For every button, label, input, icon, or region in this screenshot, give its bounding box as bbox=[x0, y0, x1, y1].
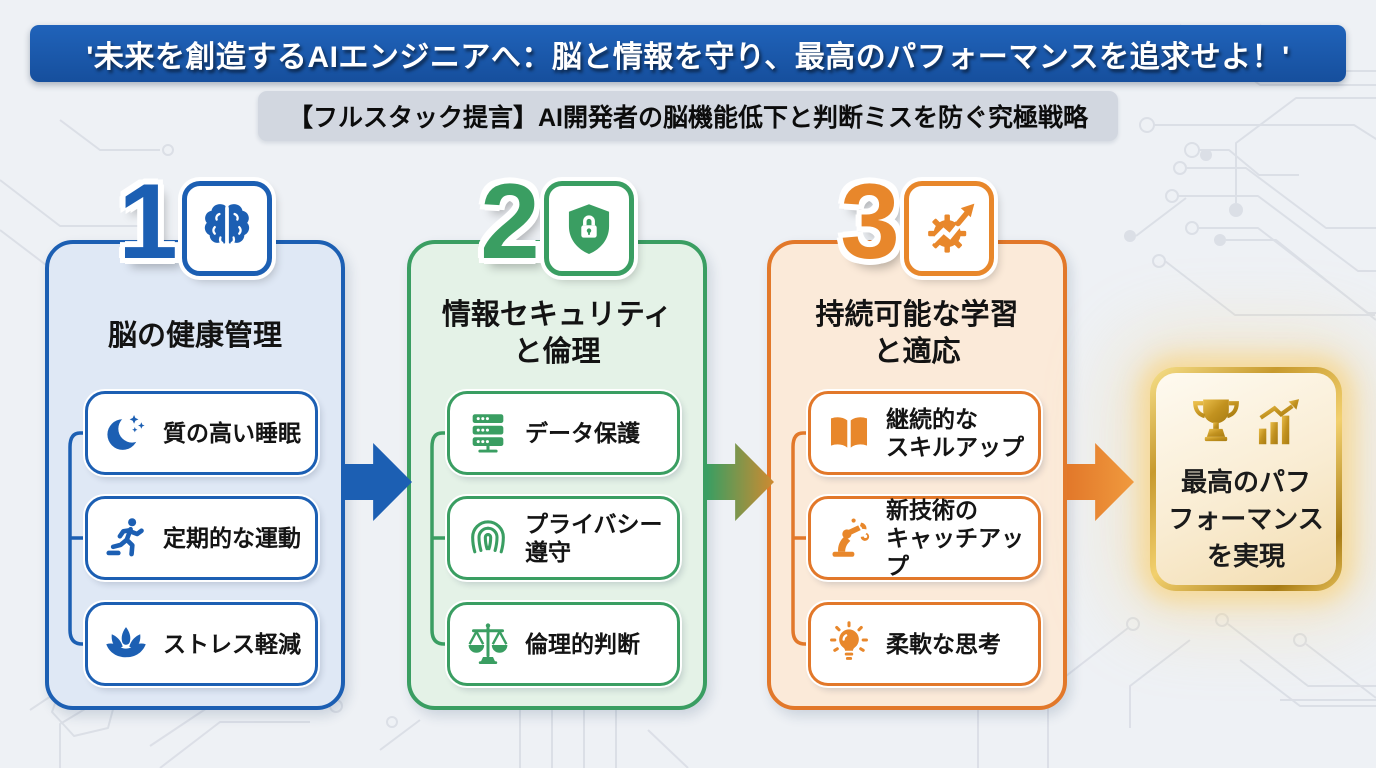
server-icon bbox=[463, 410, 513, 456]
arrow-step3-to-result bbox=[1067, 443, 1134, 521]
card-label: 柔軟な思考 bbox=[886, 630, 1001, 657]
badge-2: 2 bbox=[457, 161, 657, 281]
badge-2-number: 2 bbox=[480, 161, 540, 281]
card-label: プライバシー 遵守 bbox=[525, 510, 663, 565]
result-box: 最高のパフ フォーマンス を実現 bbox=[1150, 367, 1342, 591]
title-banner: '未来を創造するAIエンジニアへ：脳と情報を守り、最高のパフォーマンスを追求せよ… bbox=[30, 25, 1346, 82]
card-label: 質の高い睡眠 bbox=[163, 419, 301, 446]
card-stress-reduction: ストレス軽減 bbox=[85, 602, 318, 686]
card-label: 倫理的判断 bbox=[525, 630, 640, 657]
column-3-title: 持続可能な学習 と適応 bbox=[815, 299, 1019, 368]
card-ethical-judgment: 倫理的判断 bbox=[447, 602, 680, 686]
robot-arm-icon bbox=[824, 515, 874, 561]
card-data-protection: データ保護 bbox=[447, 391, 680, 475]
arrow-step2-to-step3 bbox=[707, 443, 774, 521]
lightbulb-icon bbox=[824, 621, 874, 667]
brain-icon bbox=[181, 181, 272, 276]
arrow-step1-to-step2 bbox=[345, 443, 412, 521]
badge-1: 1 bbox=[95, 161, 295, 281]
card-new-tech-catchup: 新技術の キャッチアップ bbox=[808, 496, 1041, 580]
lotus-icon bbox=[101, 621, 151, 667]
card-label: ストレス軽減 bbox=[163, 630, 301, 657]
result-box-inner: 最高のパフ フォーマンス を実現 bbox=[1156, 373, 1336, 585]
card-continuous-skill-up: 継続的な スキルアップ bbox=[808, 391, 1041, 475]
page-subtitle: 【フルスタック提言】AI開発者の脳機能低下と判断ミスを防ぐ究極戦略 bbox=[287, 104, 1089, 132]
card-label: 継続的な スキルアップ bbox=[886, 405, 1024, 460]
result-icons bbox=[1188, 393, 1304, 454]
result-label: 最高のパフ フォーマンス を実現 bbox=[1168, 467, 1324, 571]
subtitle-pill: 【フルスタック提言】AI開発者の脳機能低下と判断ミスを防ぐ究極戦略 bbox=[257, 91, 1119, 141]
book-icon bbox=[824, 410, 874, 456]
runner-icon bbox=[101, 515, 151, 561]
badge-1-number: 1 bbox=[118, 161, 178, 281]
moon-stars-icon bbox=[101, 410, 151, 456]
card-flexible-thinking: 柔軟な思考 bbox=[808, 602, 1041, 686]
badge-3: 3 bbox=[817, 161, 1017, 281]
card-quality-sleep: 質の高い睡眠 bbox=[85, 391, 318, 475]
card-label: データ保護 bbox=[525, 419, 640, 446]
page-title: '未来を創造するAIエンジニアへ：脳と情報を守り、最高のパフォーマンスを追求せよ… bbox=[86, 40, 1290, 74]
badge-3-number: 3 bbox=[840, 161, 900, 281]
shield-lock-icon bbox=[543, 181, 634, 276]
scales-icon bbox=[463, 620, 513, 668]
card-label: 新技術の キャッチアップ bbox=[886, 496, 1024, 580]
column-1-title: 脳の健康管理 bbox=[107, 320, 282, 352]
fingerprint-icon bbox=[463, 515, 513, 561]
card-label: 定期的な運動 bbox=[163, 524, 301, 551]
gear-growth-icon bbox=[903, 181, 994, 276]
column-2-title: 情報セキュリティ と倫理 bbox=[441, 299, 673, 368]
card-regular-exercise: 定期的な運動 bbox=[85, 496, 318, 580]
trophy-icon bbox=[1188, 393, 1244, 454]
growth-chart-icon bbox=[1252, 397, 1304, 454]
card-privacy-compliance: プライバシー 遵守 bbox=[447, 496, 680, 580]
